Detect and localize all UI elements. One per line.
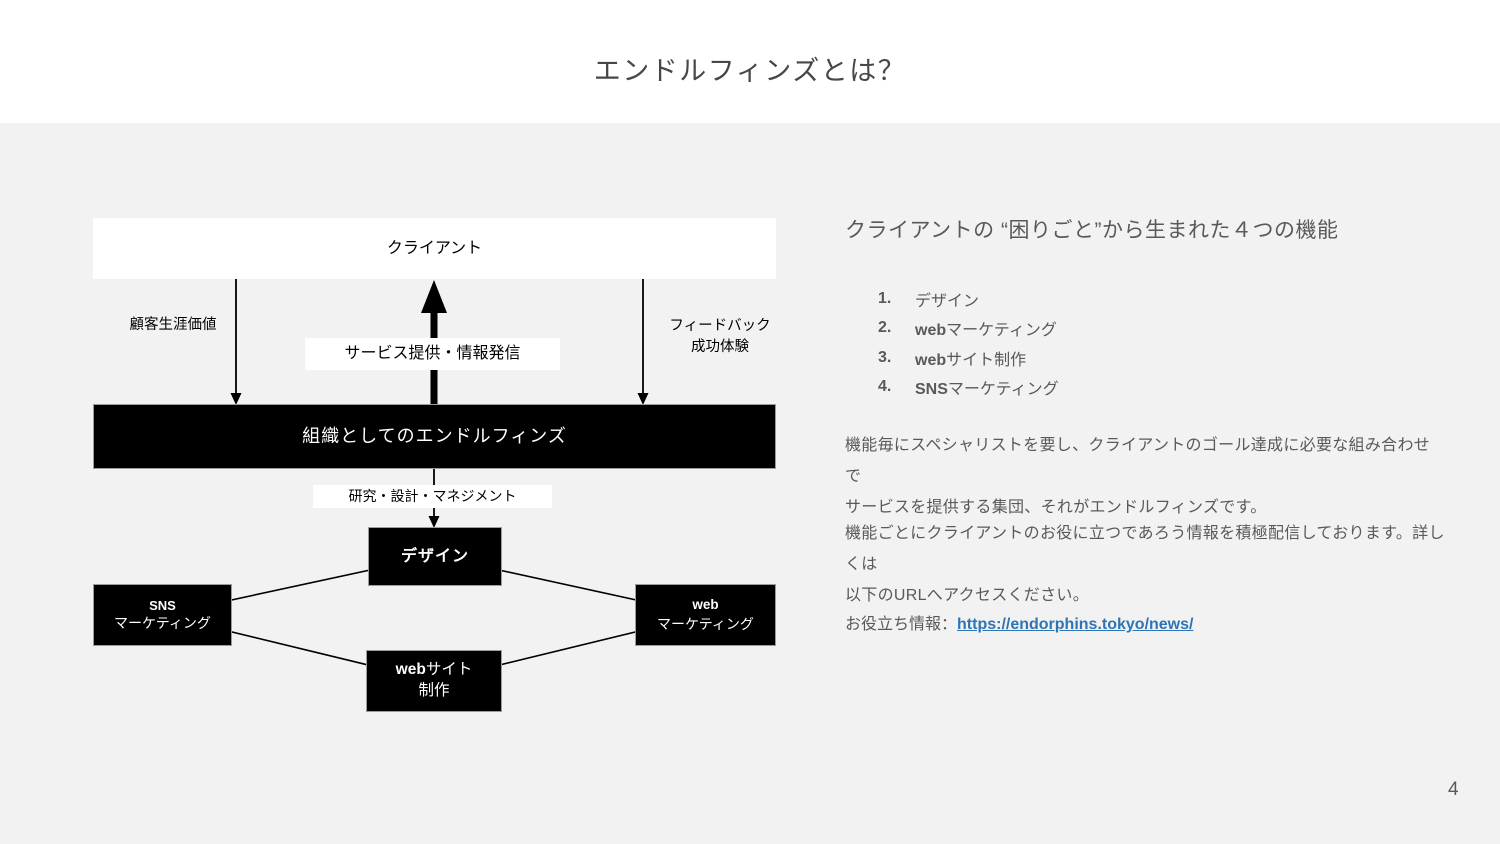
sns-box-line2: マーケティング — [114, 615, 211, 632]
sns-box-line1: SNS — [149, 597, 176, 613]
slide-header: エンドルフィンズとは？ — [0, 0, 1500, 123]
list-item-latin: web — [915, 351, 947, 369]
web-marketing-box-line1: web — [692, 597, 719, 613]
feedback-label: フィードバック 成功体験 — [660, 316, 780, 358]
feedback-label-line2: 成功体験 — [691, 339, 749, 356]
list-item-number: 4. — [878, 378, 892, 396]
useful-info-label: お役立ち情報： — [845, 616, 958, 633]
feature-list: 1. デザイン 2. webマーケティング 3. webサイト制作 4. SNS… — [878, 284, 1059, 402]
website-production-box: webサイト 制作 — [366, 650, 502, 712]
list-item-number: 1. — [878, 289, 892, 307]
web-marketing-box: web マーケティング — [635, 584, 776, 646]
description-paragraph: 機能毎にスペシャリストを要し、クライアントのゴール達成に必要な組み合わせで サー… — [845, 437, 1431, 516]
client-box: クライアント — [93, 218, 776, 279]
slide-title: エンドルフィンズとは？ — [593, 56, 907, 86]
service-flow-label: サービス提供・情報発信 — [305, 338, 560, 370]
feedback-label-line1: フィードバック — [669, 318, 771, 334]
process-label: 研究・設計・マネジメント — [313, 485, 552, 508]
list-item-number: 3. — [878, 348, 892, 366]
website-box-latin: web — [395, 661, 426, 679]
news-link[interactable]: https://endorphins.tokyo/news/ — [957, 616, 1194, 633]
website-box-jp: サイト — [425, 661, 473, 679]
useful-info-row: お役立ち情報：https://endorphins.tokyo/news/ — [845, 610, 1193, 634]
service-flow-text: サービス提供・情報発信 — [344, 345, 521, 363]
list-item-label: デザイン — [915, 292, 980, 310]
content-heading: クライアントの “困りごと”から生まれた４つの機能 — [845, 219, 1339, 242]
website-box-line2: 制作 — [418, 682, 450, 699]
process-label-text: 研究・設計・マネジメント — [348, 488, 517, 505]
organization-diagram: クライアント 顧客生涯価値 サービス提供・情報発信 フィードバック 成功体験 組… — [93, 218, 776, 713]
list-item: 3. webサイト制作 — [878, 343, 1059, 373]
web-marketing-box-line2: マーケティング — [657, 615, 754, 632]
list-item-latin: SNS — [915, 381, 948, 399]
list-item: 2. webマーケティング — [878, 314, 1059, 344]
list-item: 1. デザイン — [878, 284, 1059, 314]
list-item-label: マーケティング — [947, 381, 1059, 399]
list-item-label: サイト制作 — [946, 351, 1027, 369]
sns-marketing-box: SNS マーケティング — [93, 584, 232, 646]
page-number: 4 — [1448, 779, 1459, 800]
website-box-line1: webサイト — [396, 660, 473, 681]
list-item: 4. SNSマーケティング — [878, 373, 1059, 403]
customer-lifetime-value-label: 顧客生涯価値 — [129, 317, 217, 333]
organization-box: 組織としてのエンドルフィンズ — [93, 404, 776, 469]
design-box-label: デザイン — [400, 547, 469, 565]
list-item-label: マーケティング — [946, 322, 1057, 340]
list-item-latin: web — [915, 322, 947, 340]
client-box-label: クライアント — [386, 239, 483, 257]
info-paragraph: 機能ごとにクライアントのお役に立つであろう情報を積極配信しております。詳しくは … — [845, 525, 1445, 604]
design-box: デザイン — [368, 527, 502, 586]
organization-box-label: 組織としてのエンドルフィンズ — [302, 426, 567, 447]
list-item-number: 2. — [878, 319, 892, 337]
